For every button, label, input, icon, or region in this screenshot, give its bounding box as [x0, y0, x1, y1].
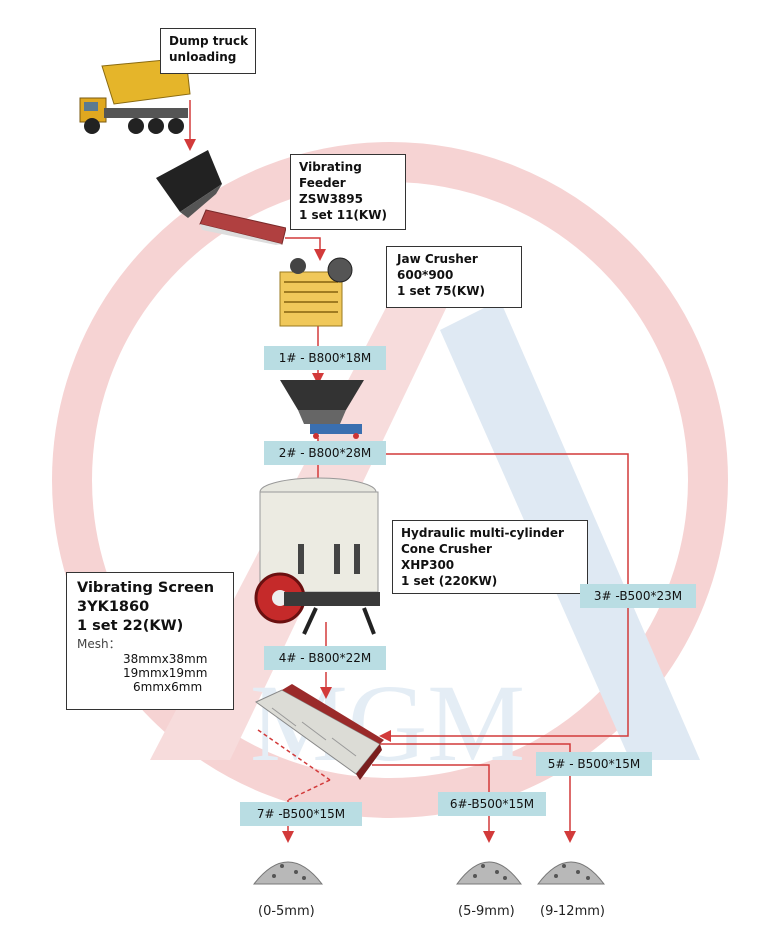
feeder-line-2: Feeder	[299, 176, 346, 190]
pile-5-9mm	[456, 861, 522, 885]
cone-crusher-image	[254, 477, 380, 635]
belt-2-label: 2# - B800*28M	[264, 441, 386, 465]
jaw-line-3: 1 set 75(KW)	[397, 284, 485, 298]
cone-crusher-label: Hydraulic multi-cylinder Cone Crusher XH…	[392, 520, 588, 594]
line-screen-dashed-a	[257, 729, 331, 781]
cone-line-1: Hydraulic multi-cylinder	[401, 526, 564, 540]
jaw-line-1: Jaw Crusher	[397, 252, 478, 266]
vibrating-feeder-image	[156, 150, 286, 245]
vibrating-screen-image	[255, 684, 384, 780]
feeder-line-4: 1 set 11(KW)	[299, 208, 387, 222]
feeder-line-1: Vibrating	[299, 160, 362, 174]
vibrating-feeder-label: Vibrating Feeder ZSW3895 1 set 11(KW)	[290, 154, 406, 230]
belt-1-label: 1# - B800*18M	[264, 346, 386, 370]
line-feeder-to-jaw	[285, 237, 326, 261]
line-belt5-out	[378, 743, 576, 843]
transfer-hopper-image	[280, 380, 364, 439]
screen-mesh-3: 6mmx6mm	[133, 680, 203, 694]
screen-spec: 1 set 22(KW)	[77, 618, 184, 634]
belt-6-label: 6#-B500*15M	[438, 792, 546, 816]
screen-title: Vibrating Screen	[77, 580, 215, 596]
dump-truck-label: Dump truck unloading	[160, 28, 256, 74]
jaw-crusher-label: Jaw Crusher 600*900 1 set 75(KW)	[386, 246, 522, 308]
product-size-0-5: (0-5mm)	[258, 904, 315, 919]
screen-model: 3YK1860	[77, 599, 150, 615]
screen-mesh-1: 38mmx38mm	[123, 652, 208, 666]
belt-3-label: 3# -B500*23M	[580, 584, 696, 608]
product-size-9-12: (9-12mm)	[540, 904, 605, 919]
screen-mesh-label: Mesh：	[77, 637, 121, 651]
line-screen-dashed-b	[287, 779, 331, 801]
pile-9-12mm	[536, 861, 606, 885]
cone-line-4: 1 set (220KW)	[401, 574, 498, 588]
product-size-5-9: (5-9mm)	[458, 904, 515, 919]
pile-0-5mm	[252, 861, 324, 885]
cone-line-2: Cone Crusher	[401, 542, 492, 556]
dump-truck-label-line-2: unloading	[169, 50, 237, 64]
jaw-crusher-image	[279, 257, 353, 327]
belt-5-label: 5# - B500*15M	[536, 752, 652, 776]
vibrating-screen-label: Vibrating Screen 3YK1860 1 set 22(KW) Me…	[66, 572, 234, 710]
screen-mesh-2: 19mmx19mm	[123, 666, 208, 680]
feeder-line-3: ZSW3895	[299, 192, 363, 206]
cone-line-3: XHP300	[401, 558, 455, 572]
dump-truck-image	[79, 57, 191, 134]
dump-truck-label-line-1: Dump truck	[169, 34, 249, 48]
belt-7-label: 7# -B500*15M	[240, 802, 362, 826]
jaw-line-2: 600*900	[397, 268, 454, 282]
belt-4-label: 4# - B800*22M	[264, 646, 386, 670]
